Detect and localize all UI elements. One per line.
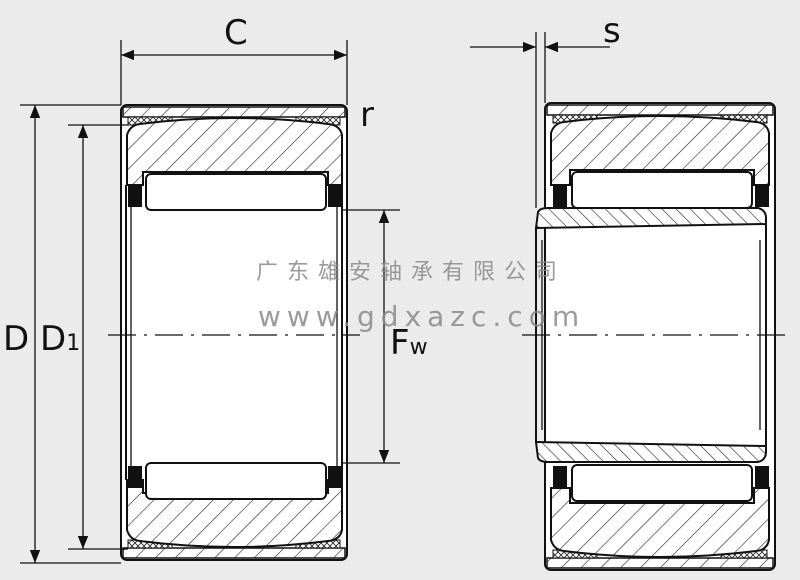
watermark-url: www.gdxazc.com [258,300,586,333]
roller-bottom [145,462,327,500]
watermark-company: 广东雄安轴承有限公司 [256,260,567,285]
fw-sub: w [409,335,428,360]
radius-label-r: r [360,95,374,135]
diameter-label-D1: D1 [40,322,80,356]
width-label-C: C [224,13,248,53]
inner-ring-top [534,207,767,230]
offset-label-s: s [603,11,621,51]
dimension-lines [20,32,790,564]
d1-sub: 1 [66,331,81,356]
fw-main: F [390,323,410,363]
left-bearing-section [120,104,348,561]
inner-ring-bottom [534,440,767,463]
right-bearing-section [534,102,776,571]
bore-label-Fw: Fw [390,326,428,360]
d1-main: D [40,319,67,359]
roller-top [145,173,327,211]
outer-diameter-label-D: D [3,319,30,359]
